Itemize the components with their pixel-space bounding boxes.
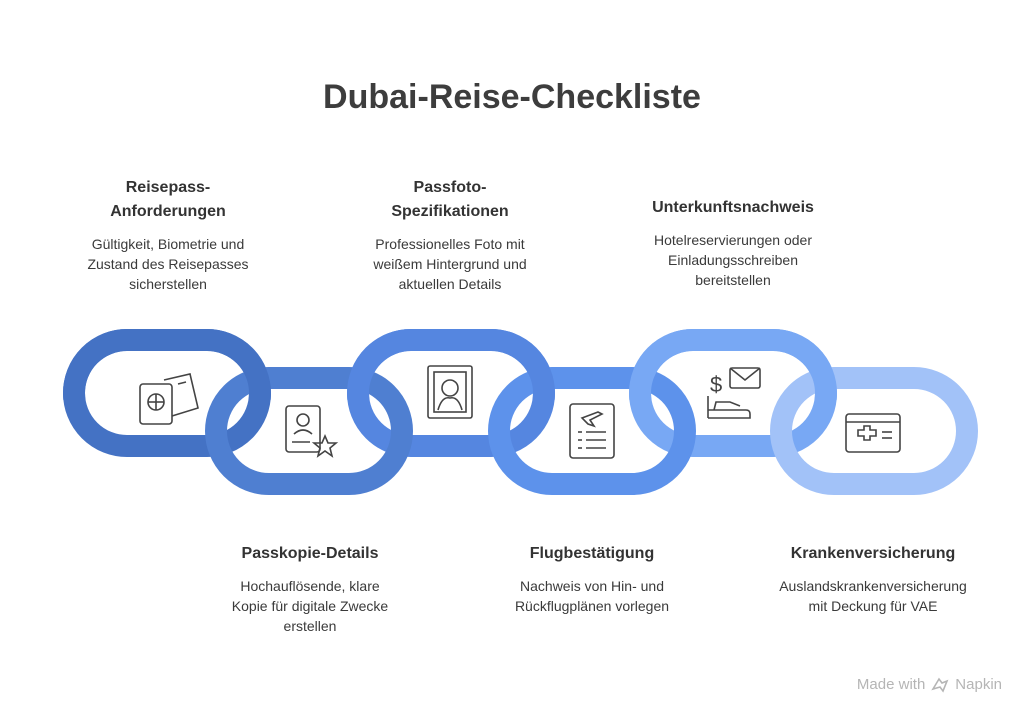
flight-document-icon: [569, 403, 615, 459]
step-2-text: Passkopie-Details Hochauflösende, klare …: [195, 542, 425, 636]
footer: Made with Napkin: [857, 676, 1002, 693]
svg-text:$: $: [710, 372, 722, 397]
napkin-logo-icon: [931, 677, 949, 693]
step-6-description: Auslandskrankenversicherung mit Deckung …: [779, 578, 967, 614]
health-card-icon: [845, 413, 901, 453]
id-card-star-icon: [285, 405, 339, 458]
step-4-text: Flugbestätigung Nachweis von Hin- und Rü…: [477, 542, 707, 616]
portrait-photo-icon: [427, 365, 473, 419]
step-4-description: Nachweis von Hin- und Rückflugplänen vor…: [514, 578, 670, 614]
footer-brand: Napkin: [955, 676, 1002, 693]
step-3-title: Passfoto- Spezifikationen: [391, 179, 509, 220]
chain-link-6: [770, 367, 978, 495]
passport-ticket-icon: [139, 373, 199, 425]
step-5-description: Hotelreservierungen oder Einladungsschre…: [654, 232, 812, 288]
step-5-title: Unterkunftsnachweis: [652, 199, 814, 216]
step-6-title: Krankenversicherung: [790, 545, 956, 562]
footer-text: Made with: [856, 676, 926, 693]
step-3-description: Professionelles Foto mit weißem Hintergr…: [373, 236, 527, 292]
money-mail-bed-icon: $: [707, 367, 761, 419]
step-1-description: Gültigkeit, Biometrie und Zustand des Re…: [87, 236, 249, 292]
chain-link-2: [205, 367, 413, 495]
step-4-title: Flugbestätigung: [529, 545, 655, 562]
step-1-text: Reisepass- Anforderungen Gültigkeit, Bio…: [53, 176, 283, 294]
step-2-title: Passkopie-Details: [241, 545, 379, 562]
step-2-description: Hochauflösende, klare Kopie für digitale…: [231, 578, 389, 634]
step-6-text: Krankenversicherung Auslandskrankenversi…: [758, 542, 988, 616]
step-3-text: Passfoto- Spezifikationen Professionelle…: [335, 176, 565, 294]
step-5-text: Unterkunftsnachweis Hotelreservierungen …: [618, 196, 848, 290]
step-1-title: Reisepass- Anforderungen: [110, 179, 226, 220]
chain-link-4: [488, 367, 696, 495]
page-title: Dubai-Reise-Checkliste: [323, 78, 701, 116]
